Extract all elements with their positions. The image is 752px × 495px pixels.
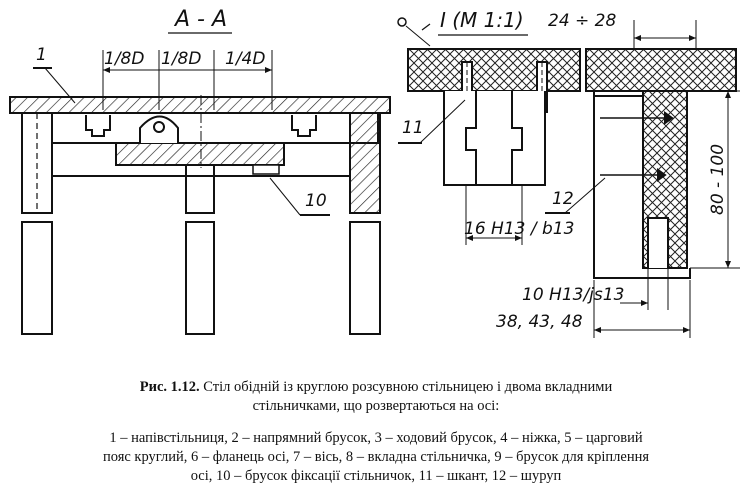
caption-title-2: стільничками, що розвертаються на осі: xyxy=(252,398,500,414)
legend-line-1: 1 – напівстільниця, 2 – напрямний брусок… xyxy=(109,430,643,446)
dim-height: 80 - 100 xyxy=(708,144,728,215)
dim-thickness: 24 ÷ 28 xyxy=(548,11,616,31)
dim-1-8d-a: 1/8D xyxy=(104,49,144,69)
part-label-10: 10 xyxy=(305,191,327,211)
detail-guide-bar xyxy=(443,91,546,186)
detail-board-left xyxy=(407,48,581,92)
leg-right xyxy=(349,112,381,214)
part-label-1: 1 xyxy=(36,45,47,65)
part-label-11: 11 xyxy=(402,118,424,138)
tabletop xyxy=(9,96,391,114)
legend-line-2: пояс круглий, 6 – фланець осі, 7 – вісь,… xyxy=(102,449,650,465)
caption-title-1: Стіл обідній із круглою розсувною стільн… xyxy=(203,379,613,395)
dim-fit-16: 16 H13 / b13 xyxy=(464,219,574,239)
guide-bar-left xyxy=(85,115,111,137)
dim-1-4d: 1/4D xyxy=(225,49,265,69)
axis-flange xyxy=(139,115,179,143)
dim-fit-10: 10 H13/js13 xyxy=(522,285,624,305)
detail-label: I (M 1:1) xyxy=(440,8,524,32)
part-label-12: 12 xyxy=(552,189,574,209)
detail-view xyxy=(397,17,740,338)
dim-1-8d-b: 1/8D xyxy=(161,49,201,69)
section-view xyxy=(9,50,391,335)
figure-caption: Рис. 1.12. Стіл обідній із круглою розсу… xyxy=(8,378,744,416)
section-label: A - A xyxy=(173,7,227,32)
technical-drawing: A - A 1/8D 1/8D 1/4D 1 10 xyxy=(9,7,740,338)
dim-sizes: 38, 43, 48 xyxy=(496,312,583,332)
insert-tabletop xyxy=(115,142,285,166)
detail-board-right xyxy=(585,48,737,92)
figure-legend: 1 – напівстільниця, 2 – напрямний брусок… xyxy=(8,429,744,486)
fixation-bar xyxy=(252,164,280,175)
apron xyxy=(21,112,379,144)
leg-center xyxy=(185,164,215,214)
legend-line-3: осі, 10 – брусок фіксації стільничок, 11… xyxy=(190,468,562,484)
figure-number: Рис. 1.12. xyxy=(139,379,200,395)
guide-bar-right xyxy=(291,115,317,137)
